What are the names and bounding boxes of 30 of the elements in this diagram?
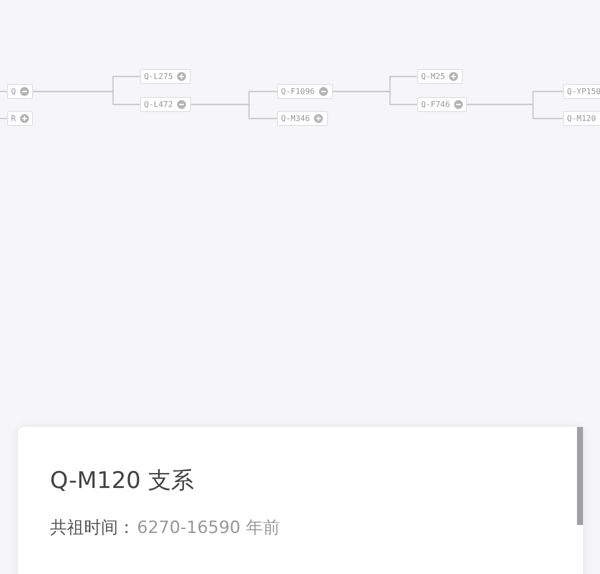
tree-node-box [417, 69, 463, 84]
tree-node-box [563, 111, 600, 126]
node-label: Q-M25 [421, 72, 446, 82]
node-label: Q-L472 [144, 100, 173, 110]
tree-node-box [277, 111, 328, 126]
tree-node-box [277, 84, 333, 99]
node-label: Q-YP150 [567, 86, 600, 96]
node-label: Q-F746 [421, 100, 450, 110]
info-card [18, 427, 583, 574]
field-value: 6270-16590 年前 [137, 517, 280, 539]
connector-line [333, 90, 417, 106]
tree-node-box [7, 84, 33, 99]
connector-line [467, 104, 563, 120]
node-label: R [11, 114, 16, 124]
field-label: 共祖时间： [50, 517, 135, 539]
connector-line [33, 90, 140, 106]
connector-line [0, 118, 7, 120]
tree-node-box [417, 97, 467, 112]
card-title: Q-M120 支系 [50, 467, 194, 495]
connector-line [0, 90, 7, 92]
node-label: Q-F1096 [281, 86, 315, 96]
node-label: Q-L275 [144, 72, 173, 82]
node-label: Q [11, 86, 16, 96]
connector-line [191, 104, 277, 120]
tree-node-box [140, 69, 191, 84]
node-label: Q-M346 [281, 114, 310, 124]
tree-node-box [7, 111, 33, 126]
node-label: Q-M120 [567, 114, 596, 124]
tree-node-box [563, 84, 600, 99]
tree-node-box [140, 97, 191, 112]
